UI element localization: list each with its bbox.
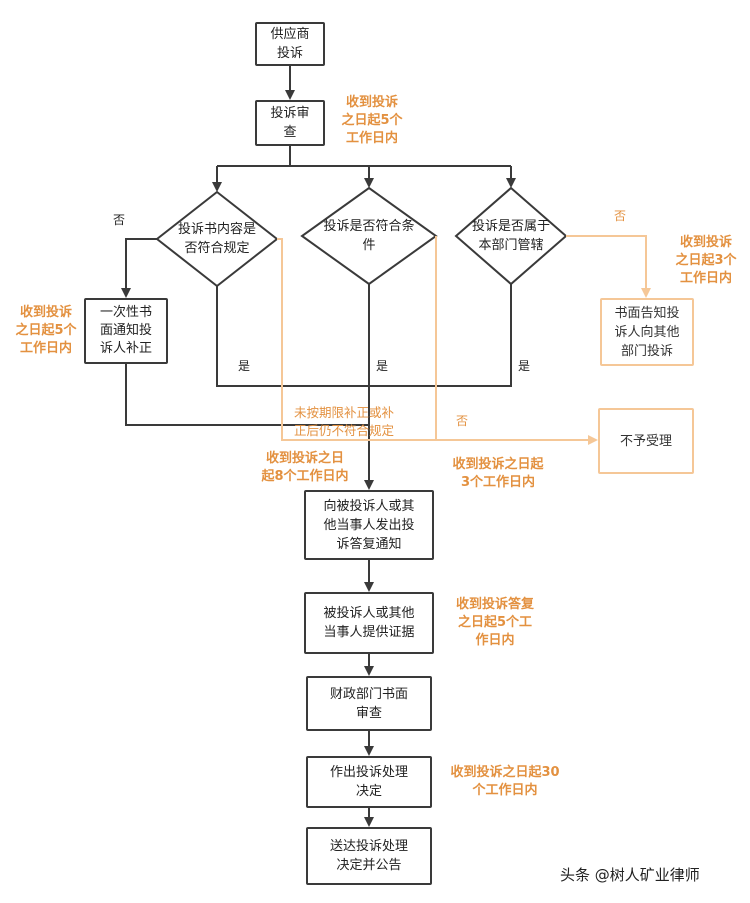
label-yes-jurisdiction: 是 [518,359,531,373]
connector-d3-no [566,235,651,298]
deadline-note-jurisdiction: 收到投诉 之日起3个 工作日内 [675,235,737,286]
connector-correct-down [125,364,369,426]
deadline-note-notify: 收到投诉之日 起8个工作日内 [261,451,349,484]
decision-content-text: 投诉书内容是 否符合规定 [177,222,256,256]
deadline-note-reject: 收到投诉之日起 3个工作日内 [452,457,544,490]
label-no-content: 否 [113,213,126,227]
label-yes-conditions: 是 [376,359,389,373]
deadline-note-evidence: 收到投诉答复 之日起5个工 作日内 [455,597,534,648]
notify-correction-box: 一次性书 面通知投 诉人补正 [84,298,168,364]
make-decision-box: 作出投诉处理 决定 [306,756,432,808]
decision-jurisdiction-text: 投诉是否属于 本部门管辖 [471,219,550,253]
notify-respondent-box: 向被投诉人或其 他当事人发出投 诉答复通知 [304,490,434,560]
deadline-note-review: 收到投诉 之日起5个 工作日内 [341,95,403,146]
connector-d1-yes [216,286,369,387]
deliver-decision-box: 送达投诉处理 决定并公告 [306,827,432,885]
connector-d1-to-reject [277,238,598,445]
label-no-jurisdiction: 否 [614,209,627,223]
provide-evidence-box: 被投诉人或其他 当事人提供证据 [304,592,434,654]
label-yes-content: 是 [238,359,251,373]
reject-box: 不予受理 [598,408,694,474]
inform-other-dept-box: 书面告知投 诉人向其他 部门投诉 [600,298,694,366]
complaint-review-box: 投诉审 查 [255,100,325,146]
deadline-note-correction: 收到投诉 之日起5个 工作日内 [15,305,77,356]
watermark-text: 头条 @树人矿业律师 [560,866,700,884]
decision-conditions-text: 投诉是否符合条 件 [323,219,415,253]
deadline-note-decision: 收到投诉之日起30 个工作日内 [450,765,560,798]
connector-d1-no [121,238,157,298]
label-overdue-correction: 未按期限补正或补 正后仍不符合规定 [293,405,394,438]
connector-d3-yes [369,284,512,387]
written-review-box: 财政部门书面 审查 [306,676,432,731]
supplier-complaint-box: 供应商 投诉 [255,22,325,66]
label-no-reject: 否 [456,414,469,428]
